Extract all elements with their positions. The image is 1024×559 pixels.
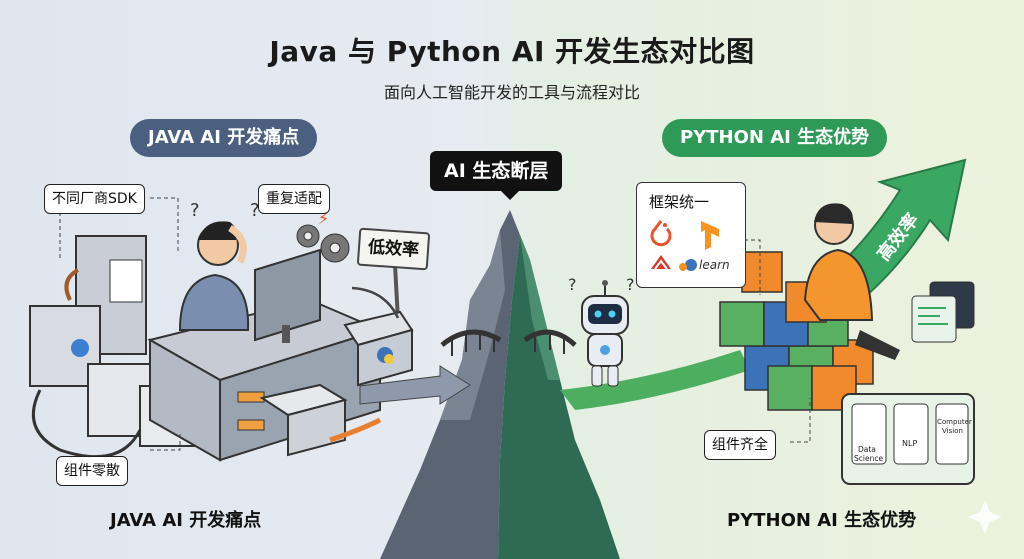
cv-label-2: Vision xyxy=(942,427,963,435)
dashed-connector xyxy=(790,398,811,443)
code-screens xyxy=(911,281,975,343)
cable xyxy=(31,389,142,459)
gap-label-pointer xyxy=(500,190,520,200)
curved-arrow xyxy=(351,286,400,319)
data-science-label-1: Data xyxy=(858,445,876,454)
complete-components-callout: 组件齐全 xyxy=(704,430,776,460)
ecosystem-gap-label: AI 生态断层 xyxy=(430,151,563,191)
scattered-components-callout: 组件零散 xyxy=(56,456,128,486)
tensorflow-icon xyxy=(701,221,719,250)
page-subtitle: 面向人工智能开发的工具与流程对比 xyxy=(383,83,640,102)
framework-logos: learn xyxy=(650,220,730,272)
orange-cable xyxy=(329,417,382,443)
happy-developer xyxy=(803,203,900,360)
monitor xyxy=(254,248,321,343)
robot xyxy=(581,280,629,387)
left-footer-label: JAVA AI 开发痛点 xyxy=(110,510,262,531)
python-box xyxy=(343,310,414,387)
repeat-adapt-callout: 重复适配 xyxy=(258,184,330,214)
sparkle-icon xyxy=(968,500,1002,534)
left-section-header: JAVA AI 开发痛点 xyxy=(130,119,318,157)
components-panel xyxy=(841,393,975,485)
sign-post xyxy=(393,264,400,321)
framework-unified-label: 框架统一 xyxy=(649,193,710,211)
question-mark: ? xyxy=(190,200,200,221)
learn-logo-text: learn xyxy=(699,258,730,272)
low-efficiency-sign: 低效率 xyxy=(356,227,431,271)
server-tower xyxy=(29,235,201,447)
framework-unified-box: 框架统一 learn xyxy=(636,182,746,288)
left-cliff xyxy=(380,210,520,559)
data-science-label-2: Science xyxy=(854,454,883,463)
question-mark: ? xyxy=(626,275,635,294)
caffe-icon xyxy=(651,255,671,270)
dashed-connector xyxy=(150,432,181,451)
lightning-icon: ⚡ xyxy=(318,209,329,228)
blocked-arrow xyxy=(359,365,471,405)
question-mark: ? xyxy=(568,275,577,294)
right-section-header: PYTHON AI 生态优势 xyxy=(662,119,888,157)
pytorch-icon xyxy=(650,220,672,247)
cv-label-1: Computer xyxy=(937,418,972,426)
cable xyxy=(64,268,80,301)
dashed-connector xyxy=(150,197,179,252)
question-mark: ? xyxy=(250,200,260,221)
right-footer-label: PYTHON AI 生态优势 xyxy=(727,510,917,531)
broken-bridge xyxy=(440,329,577,356)
sklearn-icon xyxy=(679,259,697,271)
nlp-label: NLP xyxy=(902,439,917,448)
dashed-connector xyxy=(744,239,761,295)
vendor-sdk-callout: 不同厂商SDK xyxy=(44,184,145,214)
stressed-developer xyxy=(178,221,250,331)
page-title: Java 与 Python AI 开发生态对比图 xyxy=(269,35,755,68)
gears-icon xyxy=(296,224,350,263)
green-path xyxy=(560,350,750,410)
